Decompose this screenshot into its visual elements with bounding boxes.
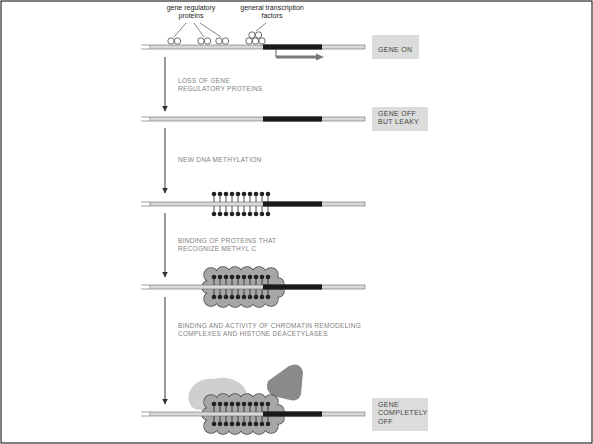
callout-label: general transcription factors [232, 4, 312, 21]
state-text: GENE COMPLETELY OFF [378, 401, 422, 426]
step-label: NEW DNA METHYLATION [178, 156, 298, 164]
state-box: GENE ON [372, 35, 419, 59]
state-text: GENE OFF BUT LEAKY [378, 110, 422, 127]
state-box: GENE COMPLETELY OFF [372, 398, 428, 431]
callout-label: gene regulatory proteins [158, 4, 224, 21]
state-box: GENE OFF BUT LEAKY [372, 107, 428, 131]
state-text: GENE ON [378, 46, 412, 54]
step-label: BINDING OF PROTEINS THAT RECOGNIZE METHY… [178, 237, 303, 253]
step-label: LOSS OF GENE REGULATORY PROTEINS [178, 77, 278, 93]
step-label: BINDING AND ACTIVITY OF CHROMATIN REMODE… [178, 322, 393, 338]
